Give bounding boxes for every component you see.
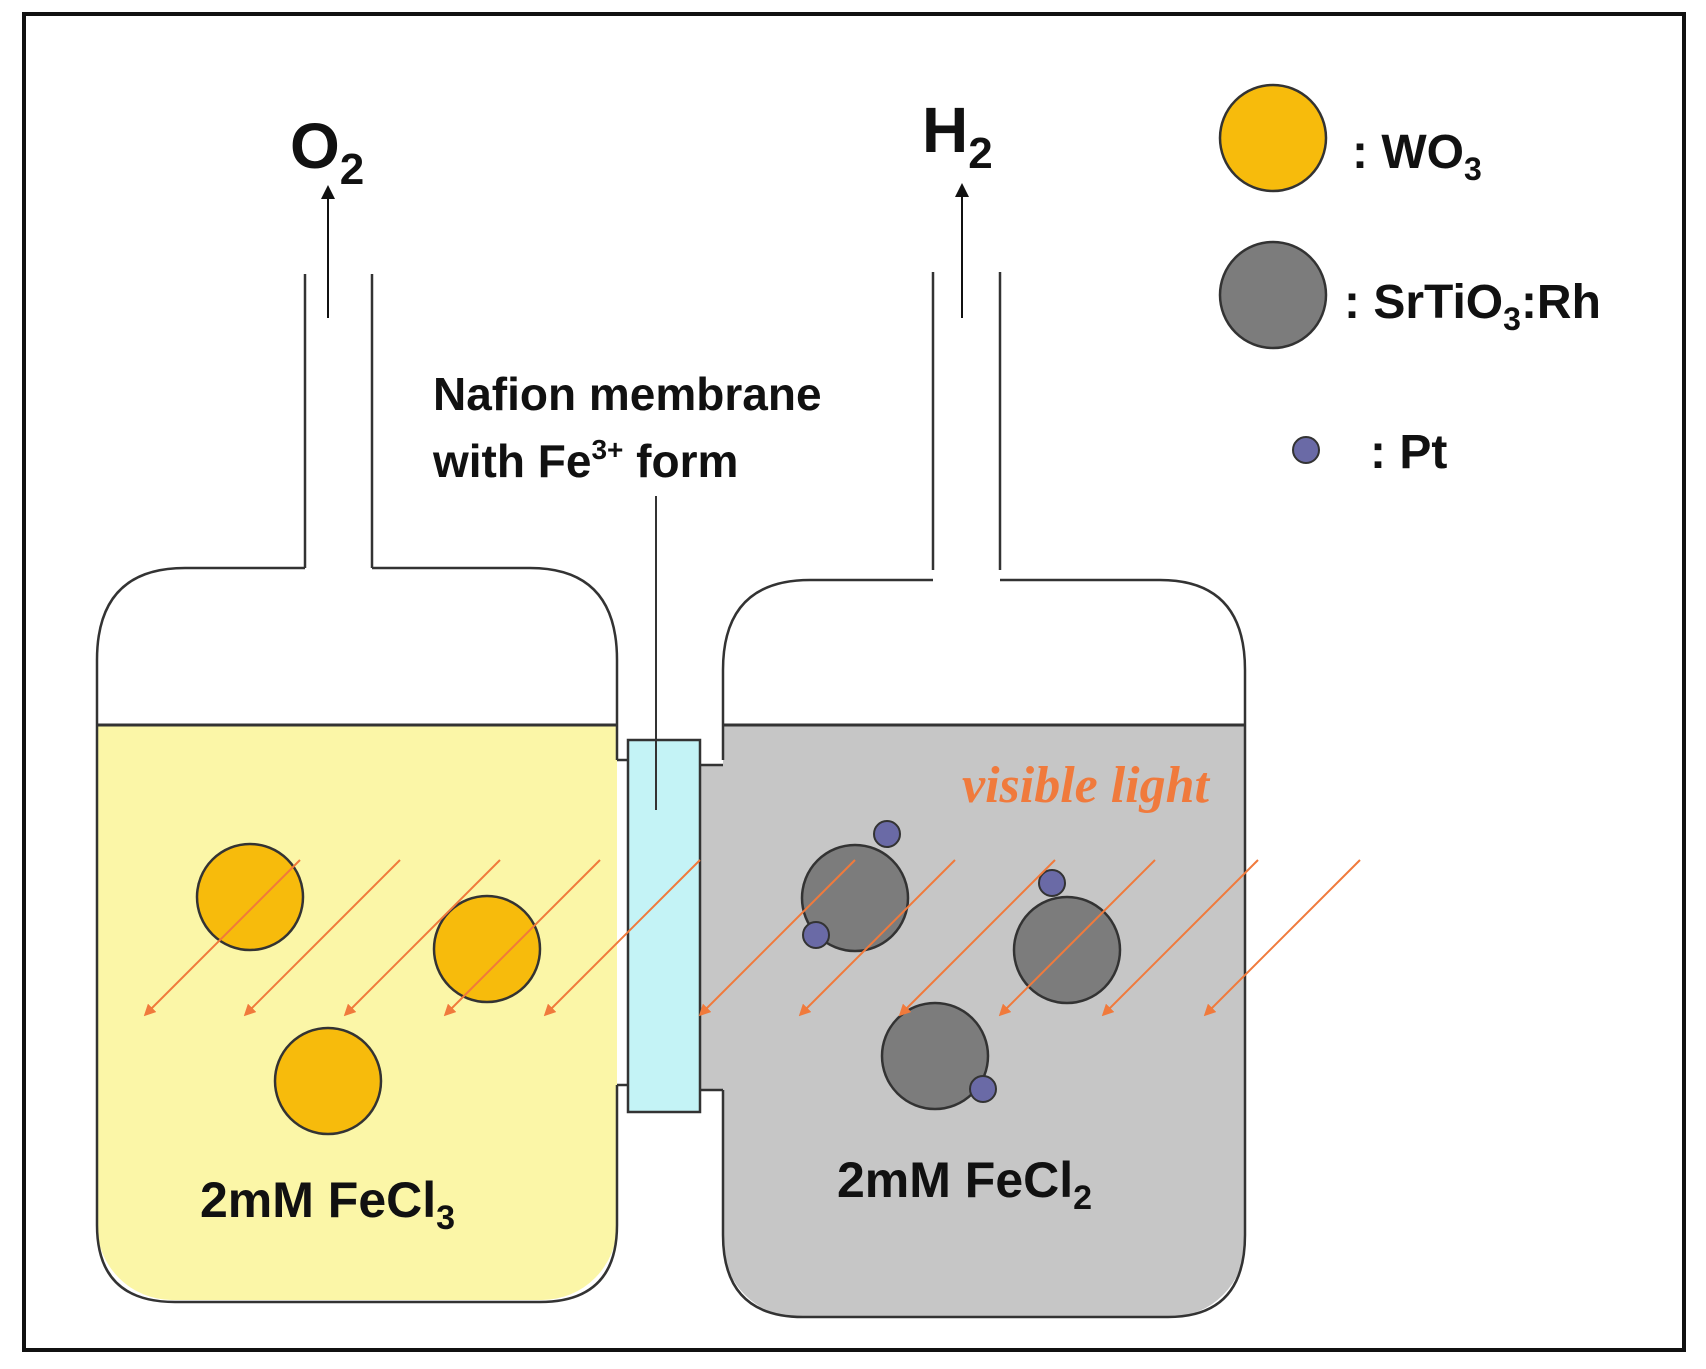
legend-srtio3-suffix: :Rh [1521, 276, 1601, 329]
membrane-assembly [617, 496, 723, 1114]
light-ray-arrow [998, 859, 1156, 1017]
legend-wo3-sub: 3 [1464, 151, 1482, 187]
legend-srtio3-sub: 3 [1503, 301, 1521, 337]
gray-circle-icon [1218, 240, 1328, 350]
o2-label: O2 [290, 110, 364, 194]
pt-particle [969, 1075, 997, 1103]
h2-label: H2 [922, 94, 993, 178]
right-solution-label: 2mM FeCl2 [837, 1152, 1092, 1217]
right-neck-fill [700, 765, 740, 1090]
light-ray-arrow [543, 859, 701, 1017]
left-solution-top-fill [97, 725, 617, 825]
membrane-label-line1: Nafion membrane [433, 368, 822, 420]
visible-light-rays [143, 859, 1361, 1017]
legend: : WO3 : SrTiO3:Rh : Pt [1218, 83, 1601, 479]
wo3-particle [432, 894, 542, 1004]
srtio3-particle [880, 1001, 990, 1111]
small-blue-dot-icon [1292, 436, 1320, 464]
pt-particle [802, 921, 830, 949]
membrane-label-fe: with Fe [432, 435, 591, 487]
o2-label-main: O [290, 110, 340, 182]
wo3-particle [273, 1026, 383, 1136]
pt-particle [873, 820, 901, 848]
light-ray-arrow [443, 859, 601, 1017]
membrane-label-line2: with Fe3+ form [432, 434, 738, 487]
srtio3-particle [800, 843, 910, 953]
left-solution-label-sub: 3 [436, 1199, 455, 1237]
legend-pt-label: : Pt [1370, 426, 1447, 479]
light-ray-arrow [243, 859, 401, 1017]
h2-label-sub: 2 [968, 129, 992, 178]
membrane-label-form: form [623, 435, 738, 487]
right-solution-label-main: 2mM FeCl [837, 1152, 1073, 1208]
legend-srtio3-label: : SrTiO3:Rh [1344, 276, 1601, 337]
wo3-particles [195, 842, 542, 1136]
left-vessel-outline [95, 566, 619, 1304]
srtio3-particles [800, 843, 1122, 1111]
visible-light-label: visible light [962, 757, 1211, 814]
yellow-circle-icon [1218, 83, 1328, 193]
wo3-particle [195, 842, 305, 952]
light-ray-arrow [798, 859, 956, 1017]
h2-label-main: H [922, 94, 968, 166]
pt-particles [802, 820, 1066, 1103]
o2-label-sub: 2 [340, 145, 364, 194]
light-ray-arrow [143, 859, 301, 1017]
right-vessel-outline [721, 578, 1247, 1319]
light-ray-arrow [698, 859, 856, 1017]
light-ray-arrow [1101, 859, 1259, 1017]
light-ray-arrow [1203, 859, 1361, 1017]
left-solution-label: 2mM FeCl3 [200, 1172, 455, 1237]
light-ray-arrow [343, 859, 501, 1017]
legend-wo3-label: : WO3 [1352, 126, 1482, 187]
membrane-label-charge: 3+ [591, 434, 623, 465]
pt-particle [1038, 869, 1066, 897]
nafion-membrane [626, 738, 702, 1114]
srtio3-particle [1012, 895, 1122, 1005]
right-solution-top-fill [723, 725, 1245, 825]
legend-srtio3-prefix: : SrTiO [1344, 276, 1503, 329]
legend-wo3-prefix: : WO [1352, 126, 1464, 179]
light-ray-arrow [898, 859, 1056, 1017]
left-solution-label-main: 2mM FeCl [200, 1172, 436, 1228]
right-solution-label-sub: 2 [1073, 1179, 1092, 1217]
